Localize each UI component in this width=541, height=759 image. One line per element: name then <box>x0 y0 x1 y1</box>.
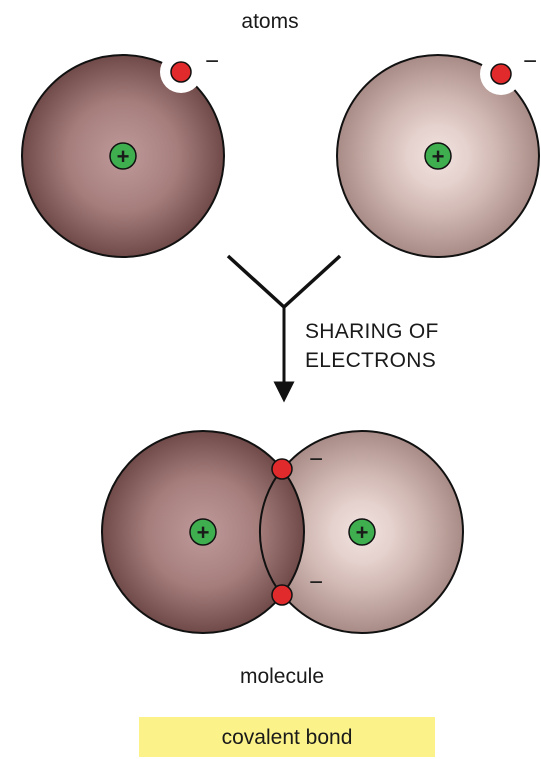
right-atom-electron-charge: − <box>523 48 537 75</box>
molecule-right-nucleus-charge: + <box>356 520 369 545</box>
right-atom-electron <box>491 64 511 84</box>
shared-electron-bottom-charge: − <box>309 569 323 596</box>
process-label-line1: SHARING OF <box>305 320 439 343</box>
molecule-left-nucleus-charge: + <box>197 520 210 545</box>
caption-text: covalent bond <box>222 726 353 749</box>
atoms-label: atoms <box>241 10 298 33</box>
left-atom: − + <box>22 48 224 257</box>
right-atom-nucleus-charge: + <box>432 144 445 169</box>
molecule-label: molecule <box>240 665 324 688</box>
shared-electron-top <box>272 459 292 479</box>
shared-electron-bottom <box>272 585 292 605</box>
right-atom: − + <box>337 48 539 257</box>
left-atom-electron-charge: − <box>205 48 219 75</box>
molecule: + + − − <box>102 431 463 633</box>
left-atom-nucleus-charge: + <box>117 144 130 169</box>
left-atom-electron <box>171 62 191 82</box>
process-label-line2: ELECTRONS <box>305 349 436 372</box>
shared-electron-top-charge: − <box>309 446 323 473</box>
